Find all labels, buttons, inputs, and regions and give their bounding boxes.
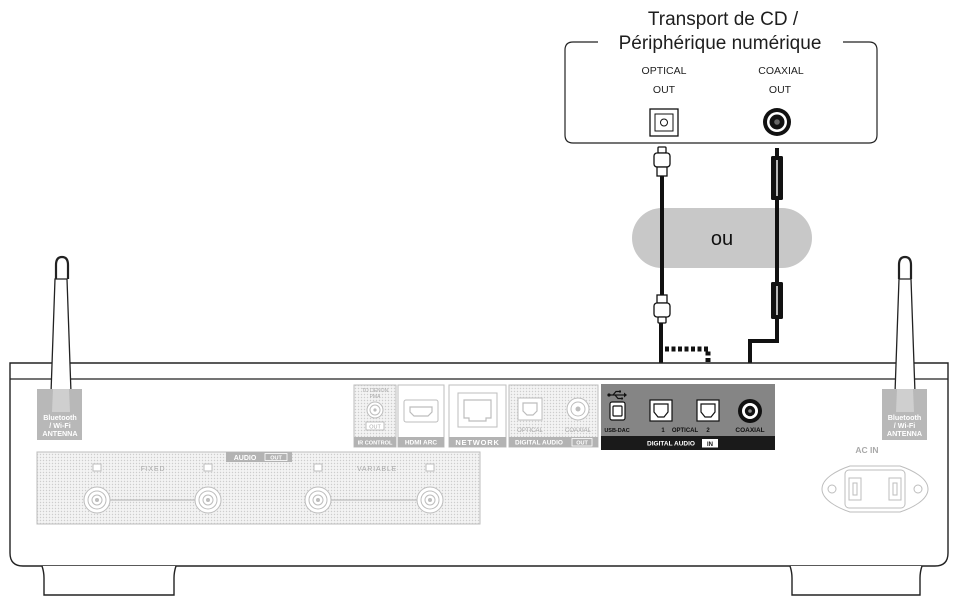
optical-input-2-port-icon (696, 399, 720, 422)
source-device-frame (564, 41, 878, 144)
digital-out-label: DIGITAL AUDIO (515, 440, 563, 447)
digital-out-coaxial-port-icon (566, 397, 590, 421)
ir-out-box (365, 421, 385, 431)
ir-control-label: IR CONTROL (358, 441, 393, 447)
coaxial-cable (748, 148, 783, 399)
fixed-jack-icon (194, 486, 222, 514)
optical-plug-top-tip (657, 146, 667, 154)
analog-audio-out-terminal: AUDIO OUT FIXED VARIABLE (36, 451, 481, 525)
usb-dac-port-icon (609, 401, 626, 421)
digital-in-direction-box (702, 439, 718, 448)
audio-out-variable-label: VARIABLE (357, 466, 397, 473)
digital-out-label-bar (509, 437, 598, 447)
optical-input-2-number: 2 (706, 428, 710, 434)
digital-audio-in-terminal: USB-DAC 1 OPTICAL 2 COAXIAL DIGITAL AUDI… (601, 384, 775, 450)
right-foot (789, 565, 923, 596)
left-antenna-icon: Bluetooth / Wi-Fi ANTENNA (37, 255, 82, 440)
optical-plug-top-collar (656, 166, 668, 177)
right-antenna-icon: Bluetooth / Wi-Fi ANTENNA (882, 255, 927, 440)
variable-jack-icon (304, 486, 332, 514)
variable-jack-icon (416, 486, 444, 514)
choice-pill-shape (632, 208, 812, 268)
ac-in-terminal: AC IN (821, 445, 929, 513)
choice-pill: ou (632, 208, 812, 268)
coaxial-input-port-icon (738, 399, 762, 423)
choice-label: ou (711, 228, 733, 250)
ir-control-label-bar (354, 437, 396, 447)
digital-in-label: DIGITAL AUDIO (647, 441, 695, 448)
source-title-line1: Transport de CD / (648, 9, 799, 30)
right-antenna-label-line2: / Wi-Fi (894, 421, 916, 430)
source-coaxial-label: COAXIAL (758, 65, 804, 77)
hdmi-label-bar (398, 437, 444, 447)
digital-out-coaxial-label: COAXIAL (565, 428, 592, 434)
right-antenna-label-line3: ANTENNA (887, 429, 922, 438)
coaxial-input-label: COAXIAL (735, 427, 764, 434)
optical-input-1-port-icon (649, 399, 673, 422)
digital-in-label-bar (601, 436, 775, 450)
left-antenna-label-line3: ANTENNA (42, 429, 77, 438)
optical-cable (653, 146, 671, 399)
channel-marker (203, 463, 213, 472)
digital-out-direction: OUT (576, 440, 588, 446)
left-foot (41, 565, 177, 596)
ac-inlet-icon (821, 465, 929, 513)
channel-marker (425, 463, 435, 472)
right-antenna-label-line1: Bluetooth (888, 413, 922, 422)
digital-in-direction: IN (707, 442, 713, 448)
network-terminal: NETWORK (448, 384, 507, 448)
ir-out-label: OUT (369, 425, 381, 431)
coaxial-plug-bottom-pin (775, 318, 779, 326)
hdmi-arc-terminal: HDMI ARC (397, 384, 445, 448)
optical-plug-bottom-body (653, 302, 671, 318)
coaxial-plug-top-pin (775, 148, 779, 157)
left-antenna-label-line2: / Wi-Fi (49, 421, 71, 430)
source-coaxial-port-icon (763, 108, 791, 136)
ir-control-line2: PMA (370, 394, 382, 400)
network-label-bar (449, 437, 506, 447)
optical-input-label: OPTICAL (672, 428, 699, 434)
digital-out-optical-port-icon (517, 397, 543, 421)
ir-control-line1: TO DENON (362, 388, 389, 394)
left-antenna-label-line1: Bluetooth (43, 413, 77, 422)
usb-icon (607, 390, 627, 400)
ac-in-label: AC IN (855, 445, 878, 455)
source-title-line2: Périphérique numérique (619, 33, 822, 54)
main-unit: Bluetooth / Wi-Fi ANTENNA Bluetooth / Wi… (9, 255, 949, 596)
usb-dac-label: USB-DAC (604, 428, 629, 434)
fixed-jack-icon (83, 486, 111, 514)
optical-alt-route-to-input-2 (665, 346, 711, 399)
source-coaxial-sub: OUT (769, 84, 792, 96)
digital-out-direction-box (571, 438, 593, 447)
digital-audio-out-terminal: OPTICAL COAXIAL DIGITAL AUDIO OUT (508, 384, 599, 448)
ethernet-port-icon (457, 392, 498, 428)
digital-out-optical-label: OPTICAL (517, 428, 543, 434)
source-device: Transport de CD / Périphérique numérique… (564, 9, 878, 144)
channel-marker (92, 463, 102, 472)
audio-out-label-bar (226, 452, 292, 462)
hdmi-label: HDMI ARC (405, 440, 438, 447)
network-label: NETWORK (455, 438, 499, 447)
audio-out-fixed-label: FIXED (141, 466, 166, 473)
optical-plug-bottom-collar (656, 294, 668, 304)
optical-input-1-number: 1 (661, 428, 665, 434)
audio-out-direction-box (264, 453, 288, 461)
optical-plug-bottom-tip (657, 316, 667, 324)
source-optical-label: OPTICAL (642, 65, 687, 77)
audio-out-label: AUDIO (234, 455, 257, 462)
hdmi-port-icon (403, 399, 439, 423)
channel-marker (313, 463, 323, 472)
optical-plug-top-body (653, 152, 671, 168)
ir-jack-icon (366, 401, 384, 419)
audio-out-direction: OUT (270, 455, 282, 461)
source-optical-port-icon (649, 108, 679, 137)
audio-out-panel (36, 451, 481, 525)
source-optical-sub: OUT (653, 84, 676, 96)
ir-control-terminal: TO DENON PMA OUT IR CONTROL (353, 384, 397, 448)
